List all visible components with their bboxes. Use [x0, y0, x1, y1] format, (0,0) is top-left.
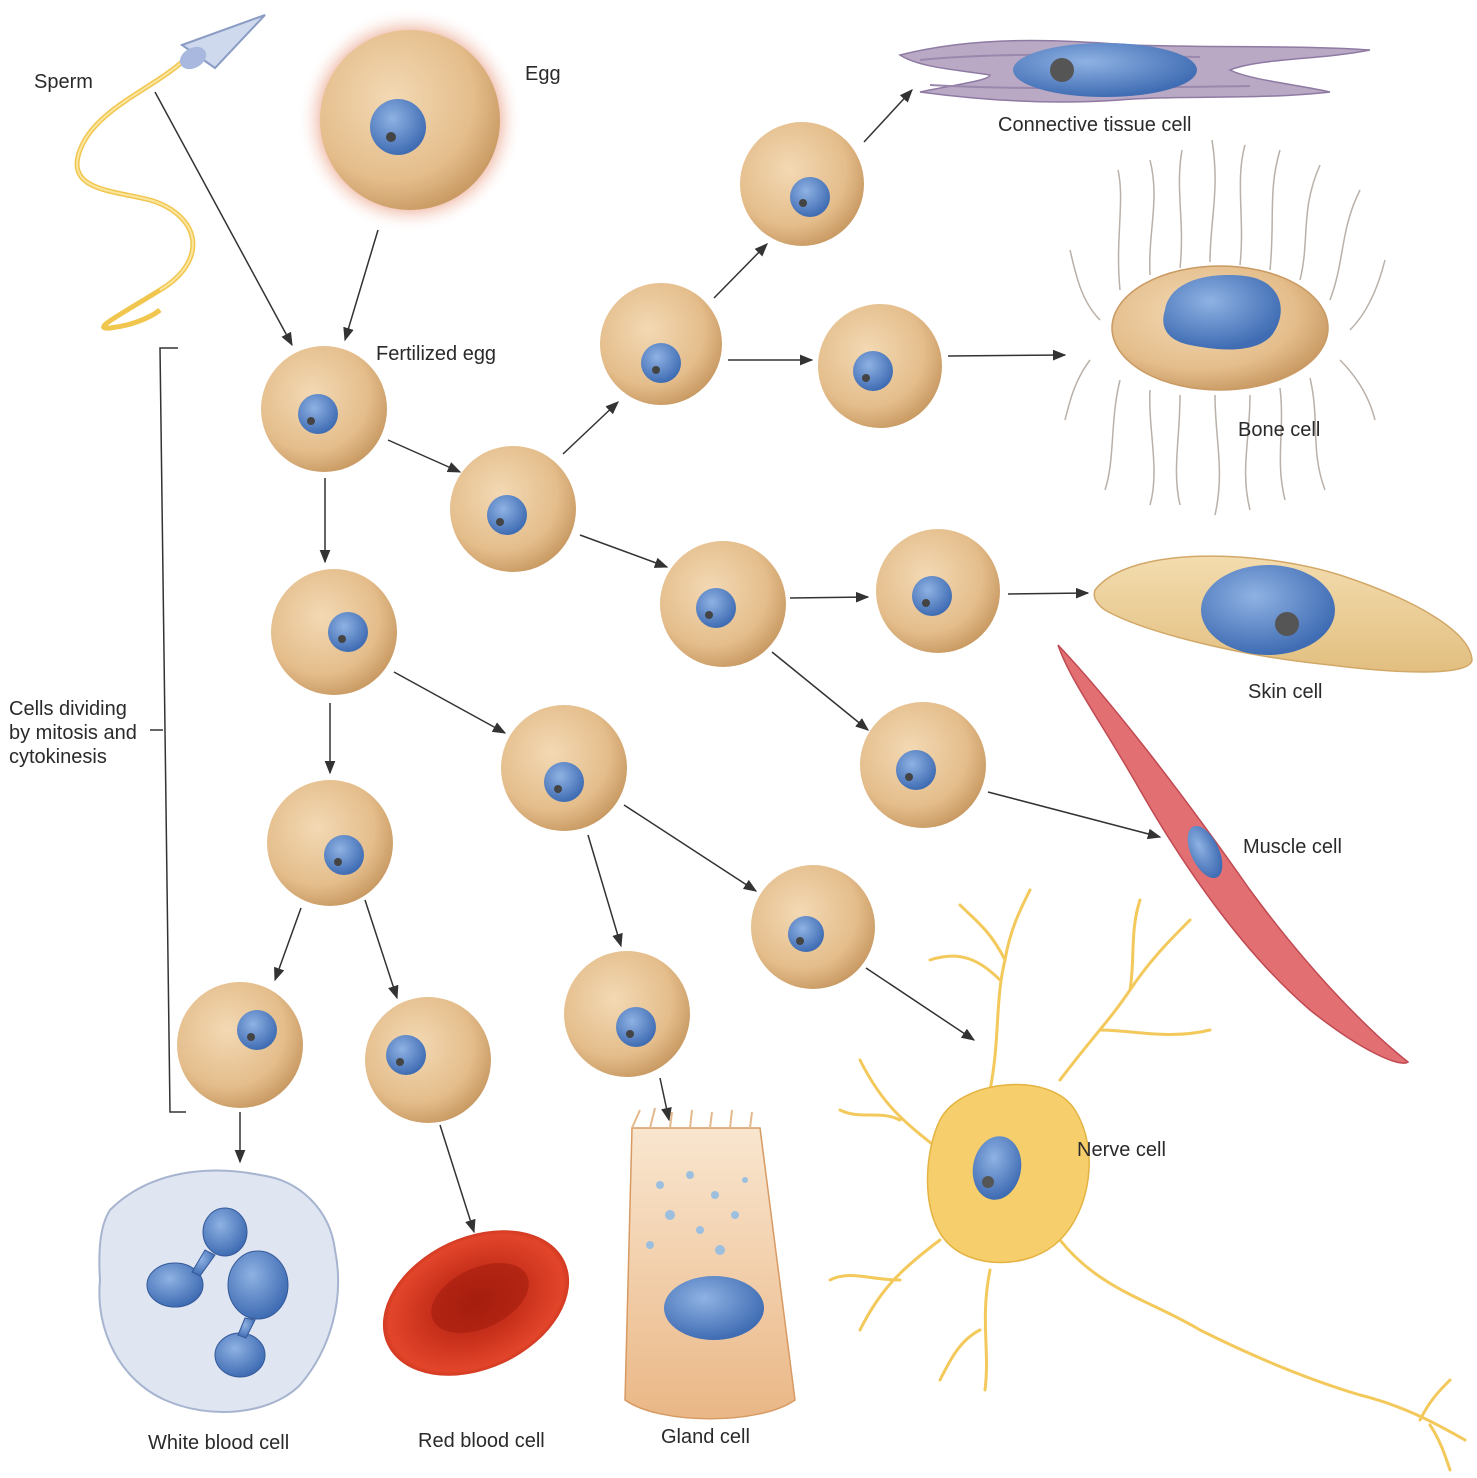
- white-blood-cell-label: White blood cell: [148, 1431, 289, 1455]
- division-cell: [564, 951, 690, 1077]
- red-blood-cell-label: Red blood cell: [418, 1429, 545, 1453]
- dividing-bracket: [150, 348, 186, 1112]
- division-cell: [876, 529, 1000, 653]
- division-cell: [818, 304, 942, 428]
- bone-cell: [1065, 140, 1385, 515]
- division-cell: [267, 780, 393, 906]
- cells-dividing-line: by mitosis and: [9, 721, 137, 745]
- division-cell: [600, 283, 722, 405]
- bone-cell-label: Bone cell: [1238, 418, 1320, 442]
- division-cell: [860, 702, 986, 828]
- muscle-cell: [1058, 645, 1408, 1063]
- muscle-cell-label: Muscle cell: [1243, 835, 1342, 859]
- division-cell: [740, 122, 864, 246]
- dividing-cells: [177, 122, 1000, 1123]
- division-cell: [450, 446, 576, 572]
- sperm-label: Sperm: [34, 70, 93, 94]
- connective-tissue-cell-label: Connective tissue cell: [998, 113, 1191, 137]
- gland-cell: [625, 1108, 795, 1419]
- egg-label: Egg: [525, 62, 561, 86]
- red-blood-cell: [359, 1202, 592, 1404]
- division-cell: [501, 705, 627, 831]
- white-blood-cell: [99, 1171, 338, 1412]
- division-cell: [751, 865, 875, 989]
- division-cell: [177, 982, 303, 1108]
- fertilized-egg-cell: [261, 346, 387, 472]
- egg-cell: [298, 8, 522, 232]
- cells-dividing-line: cytokinesis: [9, 745, 137, 769]
- connective-tissue-cell: [900, 41, 1370, 102]
- cells-dividing-label: Cells dividing by mitosis and cytokinesi…: [9, 697, 137, 769]
- nerve-cell-label: Nerve cell: [1077, 1138, 1166, 1162]
- skin-cell: [1094, 556, 1472, 672]
- division-cell: [365, 997, 491, 1123]
- sperm-cell: [77, 15, 265, 328]
- division-cell: [271, 569, 397, 695]
- cells-dividing-line: Cells dividing: [9, 697, 137, 721]
- nerve-cell: [830, 890, 1465, 1470]
- fertilized-egg-label: Fertilized egg: [376, 342, 496, 366]
- skin-cell-label: Skin cell: [1248, 680, 1322, 704]
- division-cell: [660, 541, 786, 667]
- gland-cell-label: Gland cell: [661, 1425, 750, 1449]
